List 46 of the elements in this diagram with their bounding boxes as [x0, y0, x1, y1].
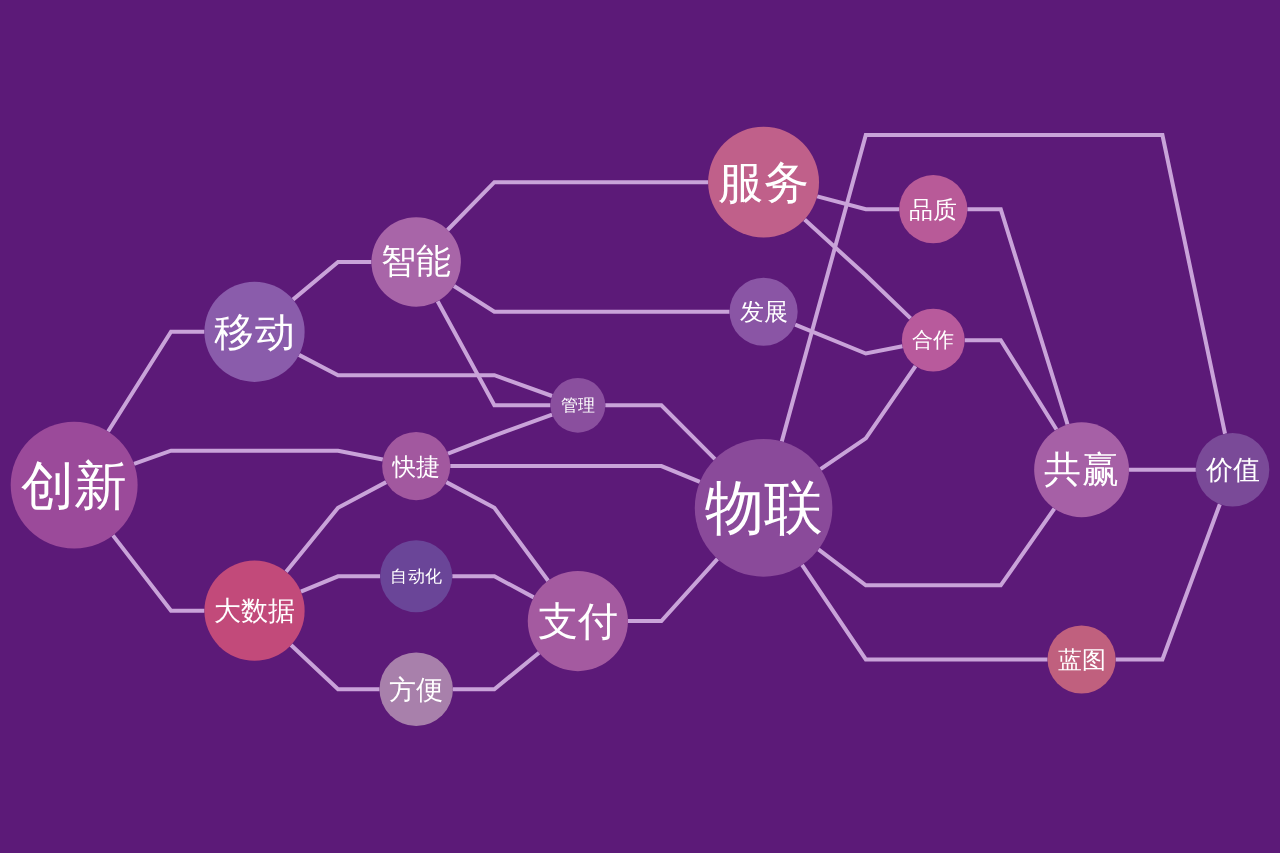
connector — [817, 507, 1057, 588]
connector — [111, 534, 205, 613]
connector — [452, 284, 730, 314]
node-circle: 共赢 — [1034, 422, 1129, 518]
connector — [1129, 467, 1196, 472]
node-circle: 价值 — [1195, 433, 1270, 507]
connector — [445, 480, 550, 583]
connector — [816, 194, 900, 212]
connector — [284, 480, 388, 574]
node-circle: 发展 — [729, 277, 798, 346]
node-circle: 合作 — [901, 308, 965, 372]
connector — [452, 574, 535, 600]
connector — [819, 365, 918, 471]
connector — [289, 643, 380, 692]
connector — [133, 448, 384, 466]
connector — [794, 322, 903, 356]
node-circle: 管理 — [550, 378, 606, 433]
connector — [800, 563, 1048, 662]
connector — [964, 338, 1059, 431]
node-circle: 品质 — [899, 175, 968, 244]
connector — [967, 207, 1070, 426]
connector — [779, 133, 1227, 443]
connector — [627, 557, 719, 624]
connector — [446, 180, 709, 232]
connector — [1115, 503, 1222, 662]
connector — [605, 403, 717, 461]
node-circle: 服务 — [708, 126, 820, 238]
connector — [435, 300, 551, 408]
node-circle: 蓝图 — [1047, 625, 1116, 694]
connector — [106, 329, 205, 433]
connector — [298, 353, 553, 399]
connector — [803, 218, 913, 320]
connector — [450, 464, 701, 484]
connector — [447, 412, 553, 456]
node-circle: 自动化 — [380, 540, 453, 613]
node-circle: 智能 — [371, 217, 461, 307]
node-circle: 物联 — [694, 439, 833, 577]
node-circle: 快捷 — [382, 432, 451, 501]
connector — [300, 574, 381, 594]
connector — [291, 260, 372, 302]
node-circle: 支付 — [527, 571, 628, 672]
node-circle: 方便 — [379, 652, 453, 727]
node-circle: 移动 — [204, 281, 305, 383]
connector — [452, 651, 541, 692]
node-circle: 创新 — [10, 421, 138, 549]
node-circle: 大数据 — [204, 560, 305, 661]
